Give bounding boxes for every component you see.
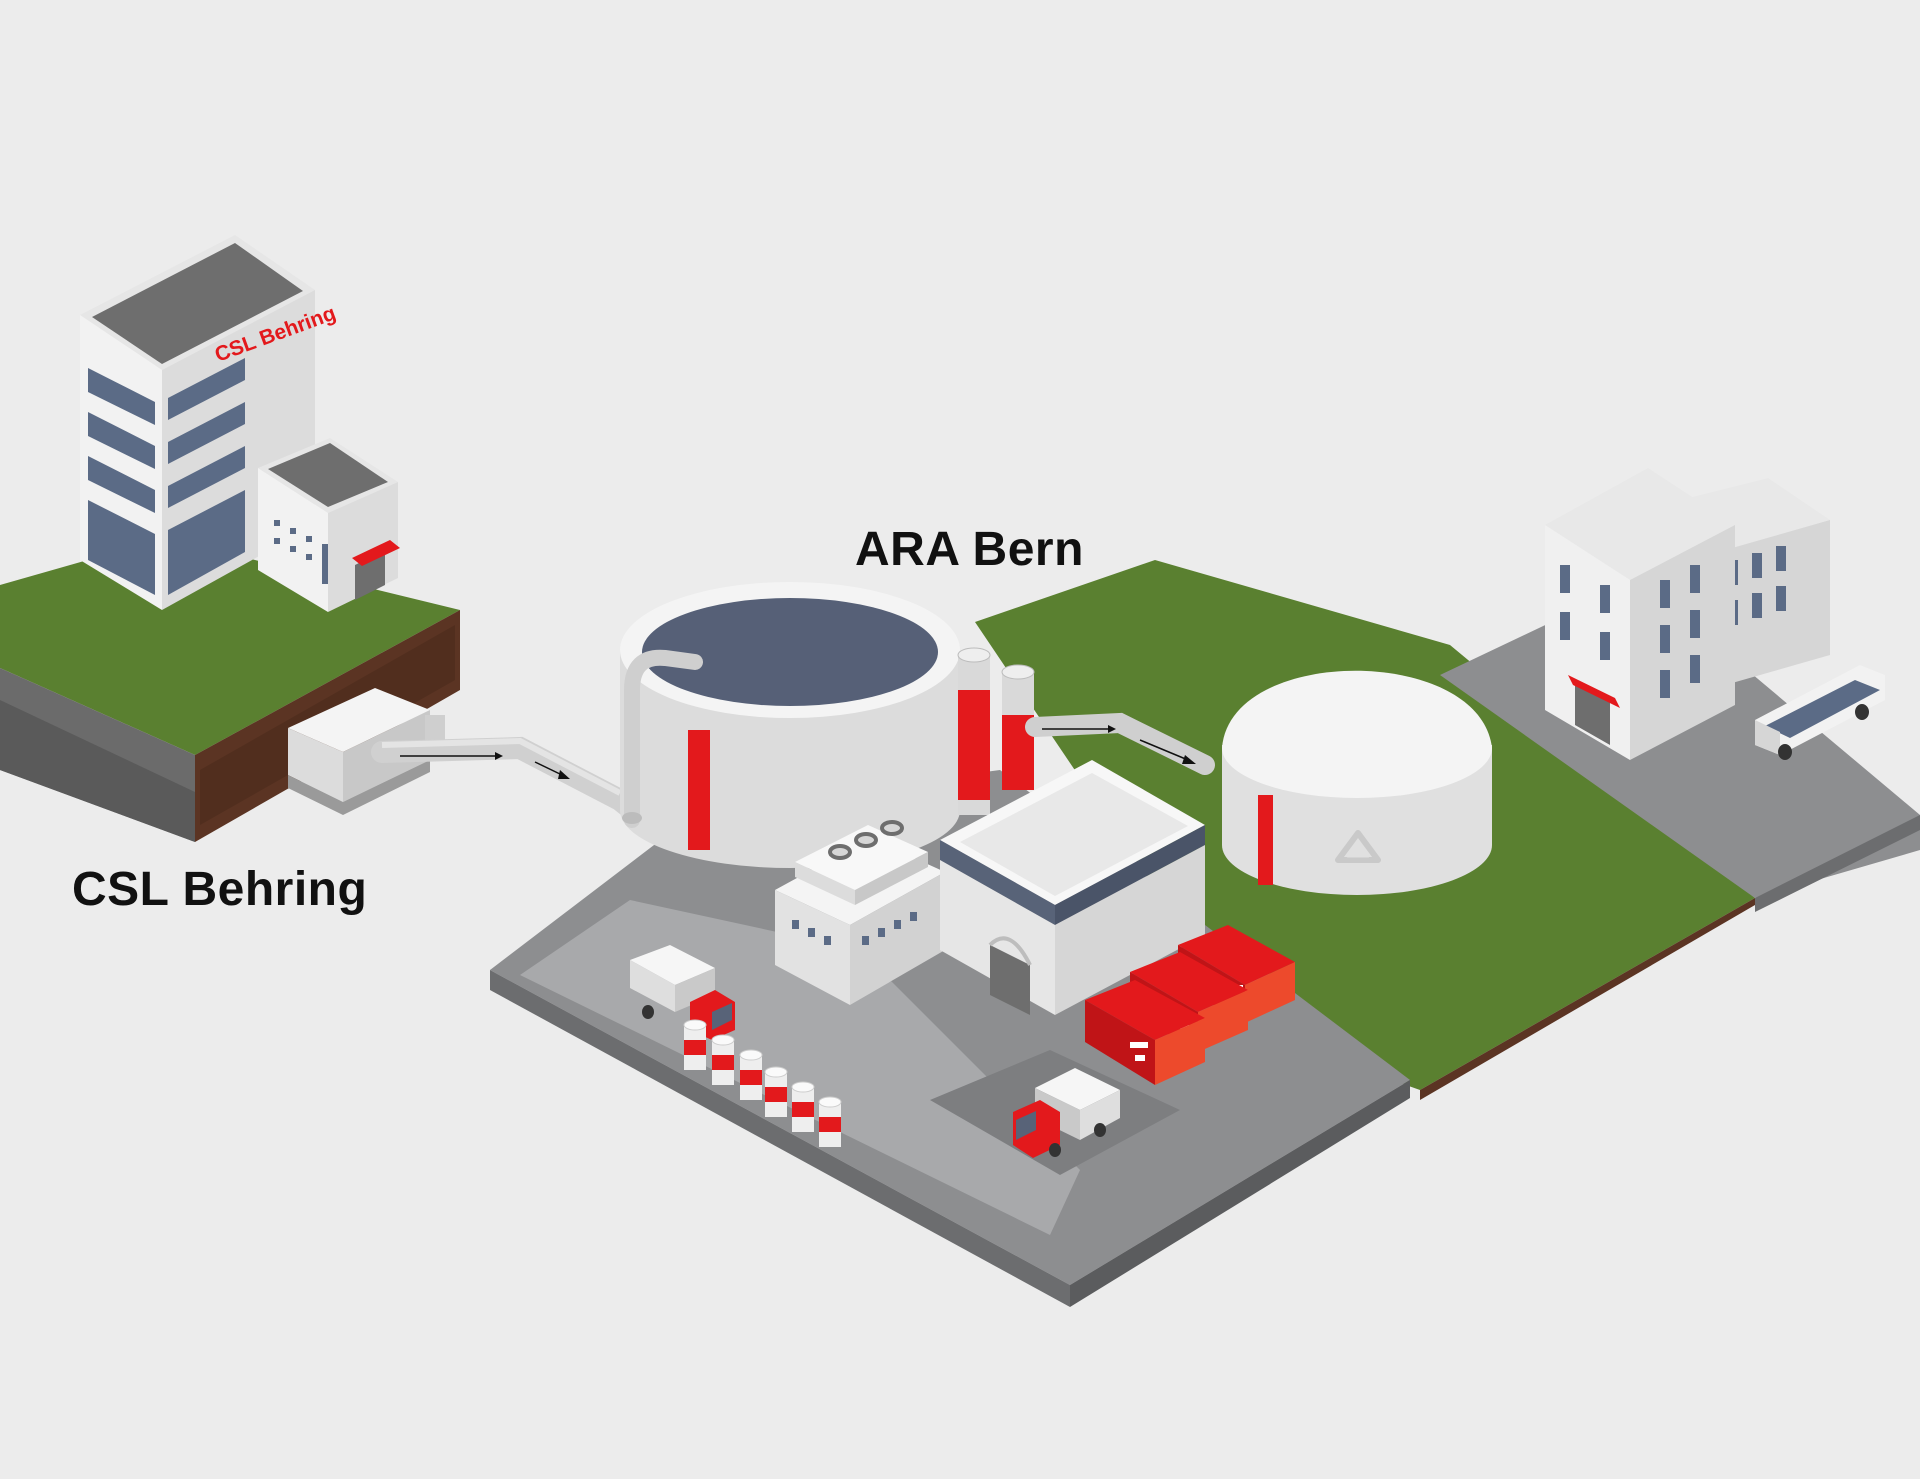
tower-windows-left xyxy=(88,368,155,595)
tank-stripe xyxy=(688,730,710,850)
process-hall xyxy=(940,760,1205,1015)
stack-stripe xyxy=(958,690,990,800)
container-front xyxy=(1085,980,1205,1085)
road-edge xyxy=(1755,815,1920,912)
csl-vault-front xyxy=(288,728,343,802)
control-windows xyxy=(792,912,917,945)
annex-front xyxy=(258,468,328,612)
hall-door xyxy=(990,945,1030,1015)
drum xyxy=(739,1049,763,1100)
digester-dome xyxy=(1222,670,1492,798)
ara-plant xyxy=(490,560,1755,1307)
flow-arrow-icon xyxy=(400,752,570,779)
tower-roof-inner xyxy=(92,243,303,364)
tank-liquid xyxy=(642,598,938,706)
office-windows xyxy=(1560,565,1700,698)
annex-windows xyxy=(274,520,328,584)
csl-vault-base xyxy=(288,760,430,815)
treatment-plant-label: ARA Bern xyxy=(855,523,1084,576)
drum xyxy=(764,1066,788,1117)
flow-arrow-icon xyxy=(1042,725,1196,764)
digester xyxy=(1222,670,1492,895)
recycle-icon xyxy=(1335,830,1381,863)
ara-soil-edge xyxy=(1420,898,1755,1100)
tank-inlet-pipe xyxy=(624,649,703,828)
annex-awning xyxy=(352,540,400,566)
containers xyxy=(1085,925,1295,1085)
ara-pavement-edge-right xyxy=(1070,1080,1410,1307)
ara-pavement-edge xyxy=(490,970,1070,1307)
office-awning xyxy=(1568,675,1620,708)
drums xyxy=(683,1019,842,1147)
stack-left xyxy=(957,647,991,815)
annex-roof-inner xyxy=(268,443,388,507)
pipe-segment xyxy=(1025,712,1215,775)
clarifier-tank xyxy=(620,582,960,868)
csl-vault-top xyxy=(288,688,430,752)
drum xyxy=(711,1034,735,1085)
ara-pavement xyxy=(490,770,1410,1285)
control-building xyxy=(775,820,945,1005)
roof-vents xyxy=(828,820,904,860)
csl-vault-notch xyxy=(425,715,445,740)
drum xyxy=(683,1019,707,1070)
drum xyxy=(791,1081,815,1132)
bus xyxy=(1755,665,1885,760)
csl-site: CSL Behring xyxy=(0,235,460,842)
city-block xyxy=(1440,468,1920,912)
tower-windows-right xyxy=(168,358,245,595)
csl-soil-left-dark xyxy=(0,700,195,842)
truck-right xyxy=(1013,1068,1120,1158)
source-site-label: CSL Behring xyxy=(72,863,368,916)
drum xyxy=(818,1096,842,1147)
pipeline-digester xyxy=(1025,712,1215,775)
digester-stripe xyxy=(1258,795,1273,885)
office-building-front xyxy=(1545,468,1735,760)
